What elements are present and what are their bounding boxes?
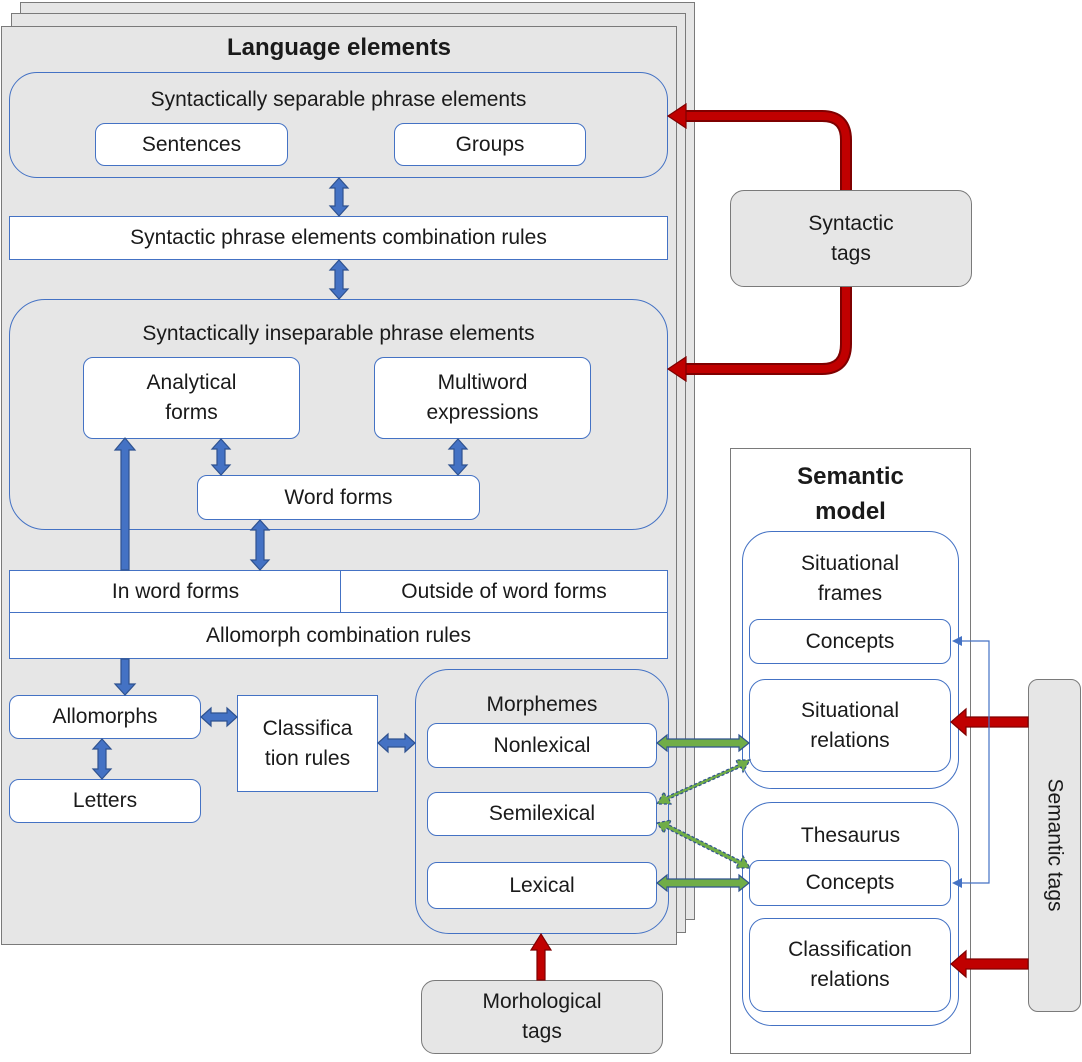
situational-relations-box: Situational relations: [749, 679, 951, 772]
allomorph-combination-rules: Allomorph combination rules: [9, 612, 668, 659]
arrow-allomorphs-classification: [200, 706, 238, 728]
green-arrow-semilexical-situational: [655, 759, 752, 805]
inseparable-title: Syntactically inseparable phrase element…: [142, 322, 535, 345]
letters-box: Letters: [9, 779, 201, 823]
red-arrow-syntactic-separable: [685, 112, 850, 190]
situational-concepts-box: Concepts: [749, 619, 951, 664]
concepts-link: [960, 640, 990, 884]
classification-rules-box: Classifica tion rules: [237, 695, 378, 792]
arrow-allomorphs-letters: [91, 738, 113, 780]
arrow-analytical-wordforms: [210, 438, 232, 476]
green-arrow-lexical: [656, 873, 750, 893]
nonlexical-box: Nonlexical: [427, 723, 657, 768]
semilexical-box: Semilexical: [427, 792, 657, 836]
red-arrow-syntactic-inseparable: [685, 287, 850, 373]
lexical-box: Lexical: [427, 862, 657, 909]
semantic-tags-box: [1028, 679, 1081, 1012]
syntactic-combination-rules: Syntactic phrase elements combination ru…: [9, 216, 668, 260]
language-elements-title: Language elements: [226, 34, 452, 61]
thesaurus-concepts-box: Concepts: [749, 860, 951, 906]
separable-title: Syntactically separable phrase elements: [150, 88, 527, 111]
in-word-forms-cell: In word forms: [9, 570, 342, 614]
analytical-forms-box: Analytical forms: [83, 357, 300, 439]
green-arrow-semilexical-thesaurus: [655, 819, 752, 869]
arrow-classification-morphemes: [377, 732, 416, 754]
syntactic-tags-box: Syntactic tags: [730, 190, 972, 287]
arrow-rules-inseparable: [328, 259, 350, 300]
arrow-multiword-wordforms: [447, 438, 469, 476]
classification-relations-box: Classification relations: [749, 918, 951, 1012]
groups-box: Groups: [394, 123, 586, 166]
red-arrow-semantic-classification: [950, 949, 1029, 979]
green-arrow-nonlexical: [656, 733, 750, 753]
arrow-wordforms-outside: [249, 519, 271, 571]
morphemes-title: Morphemes: [486, 693, 598, 716]
red-arrow-morphological: [529, 932, 553, 981]
sentences-box: Sentences: [95, 123, 288, 166]
thesaurus-title: Thesaurus: [800, 824, 901, 847]
arrow-separable-rules: [328, 177, 350, 217]
arrow-down-allomorphs: [113, 658, 137, 696]
morphological-tags-box: Morhological tags: [421, 980, 663, 1054]
word-forms-box: Word forms: [197, 475, 480, 520]
semantic-model-title: Semantic model: [797, 463, 904, 525]
situational-frames-title: Situational frames: [800, 552, 900, 605]
allomorphs-box: Allomorphs: [9, 695, 201, 739]
arrow-up-analytical: [113, 437, 137, 571]
multiword-expressions-box: Multiword expressions: [374, 357, 591, 439]
